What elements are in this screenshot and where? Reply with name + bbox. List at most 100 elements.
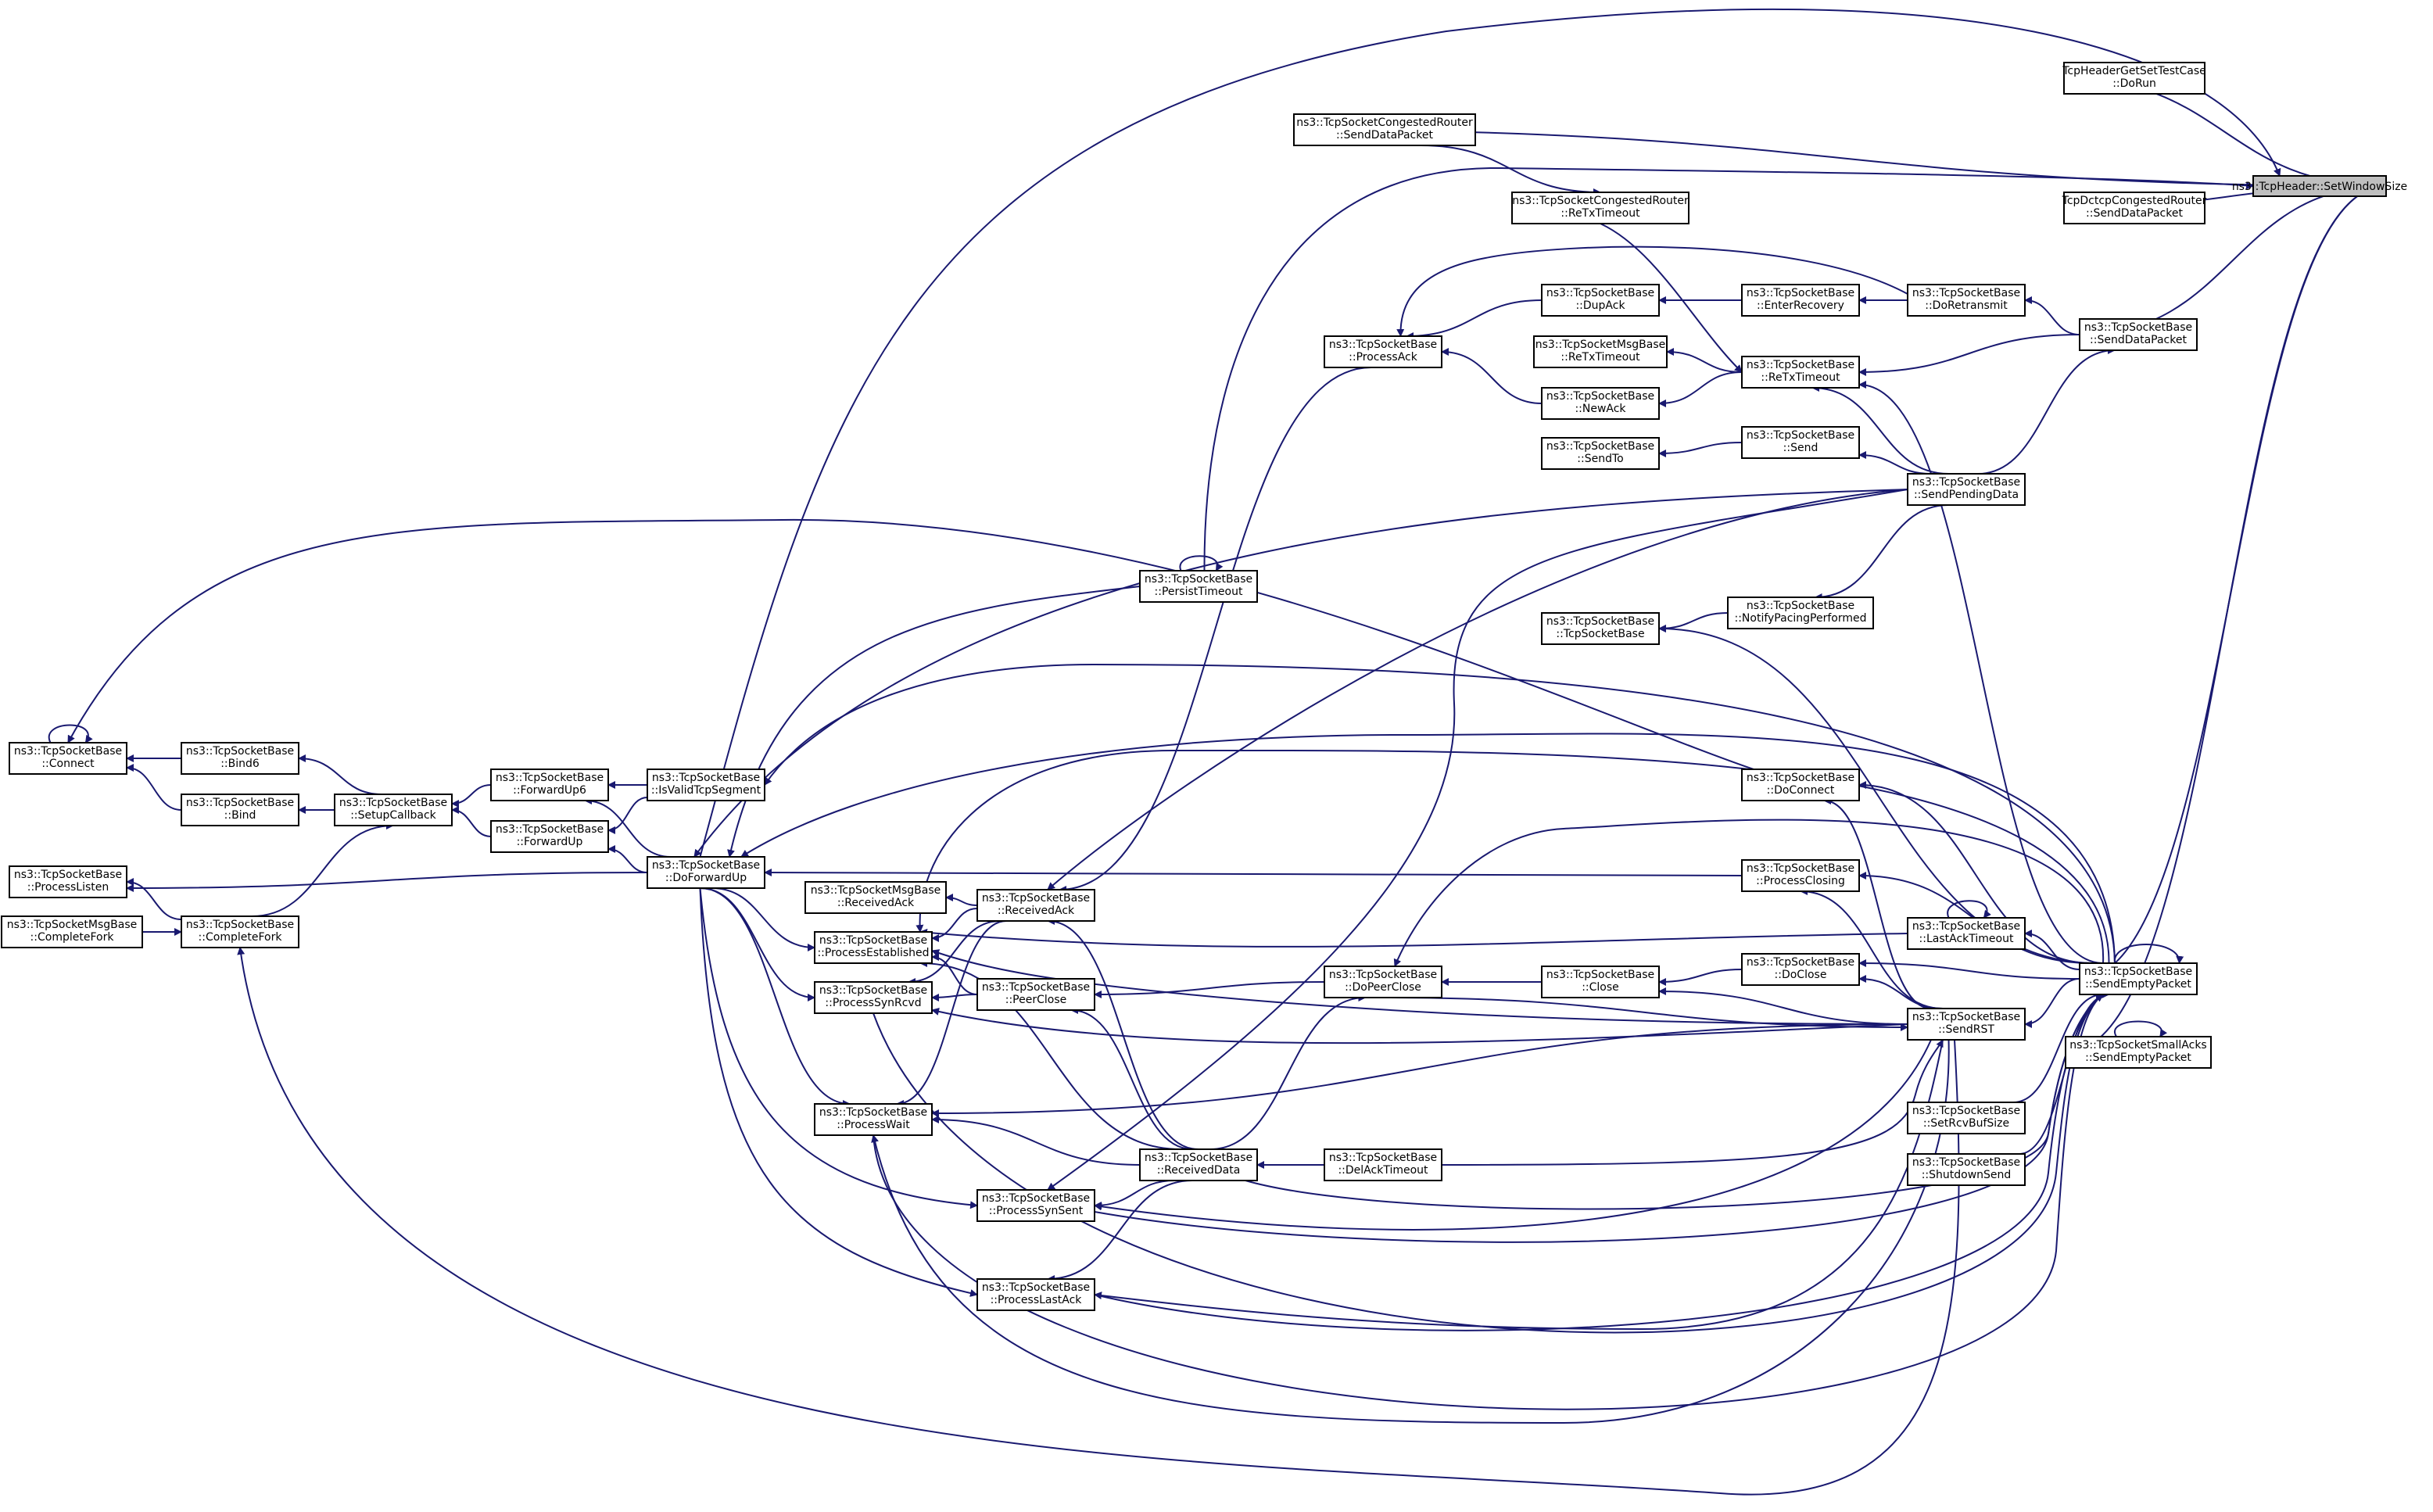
- node-peerclose[interactable]: ns3::TcpSocketBase::PeerClose: [976, 978, 1095, 1011]
- node-label: ::EnterRecovery: [1757, 299, 1844, 312]
- node-box: [1907, 1102, 2026, 1134]
- node-box: [2252, 175, 2387, 197]
- node-label: ::ProcessWait: [837, 1119, 910, 1131]
- edge-doforwardup-from-sendpending: [693, 489, 1908, 858]
- node-label: ns3::TcpSocketBase: [1546, 969, 1654, 981]
- node-dopeerclose[interactable]: ns3::TcpSocketBase::DoPeerClose: [1324, 966, 1442, 998]
- node-label: ns3::TcpSocketMsgBase: [7, 919, 137, 931]
- node-root[interactable]: ns3::TcpHeader::SetWindowSize: [2232, 175, 2407, 197]
- edge-processsynrcvd-from-doforwardup: [700, 887, 815, 1001]
- node-senddatapacket[interactable]: ns3::TcpSocketBase::SendDataPacket: [2079, 318, 2198, 351]
- edge-receivedack-from-processack: [1059, 367, 1372, 894]
- node-completefork[interactable]: ns3::TcpSocketBase::CompleteFork: [181, 915, 299, 948]
- edge-setupcb-from-forwardup6: [451, 784, 492, 808]
- node-enterrecovery[interactable]: ns3::TcpSocketBase::EnterRecovery: [1741, 284, 1860, 317]
- edge-processclosing-from-sendrst: [1800, 887, 1944, 1009]
- node-notifypacing[interactable]: ns3::TcpSocketBase::NotifyPacingPerforme…: [1727, 597, 1874, 629]
- node-msgreceivedack[interactable]: ns3::TcpSocketMsgBase::ReceivedAck: [804, 881, 947, 914]
- node-label: ns3::TcpSocketBase: [819, 1106, 927, 1119]
- node-msgretx[interactable]: ns3::TcpSocketMsgBase::ReTxTimeout: [1533, 335, 1668, 368]
- node-msgcompletefork[interactable]: ns3::TcpSocketMsgBase::CompleteFork: [1, 915, 143, 948]
- edge-processack-from-dupack: [1406, 299, 1543, 340]
- node-doconnect[interactable]: ns3::TcpSocketBase::DoConnect: [1741, 769, 1860, 801]
- edge-sendrst-from-dopeerclose: [1382, 997, 1908, 1031]
- node-doforwardup[interactable]: ns3::TcpSocketBase::DoForwardUp: [647, 856, 765, 889]
- node-send[interactable]: ns3::TcpSocketBase::Send: [1741, 426, 1860, 459]
- node-box: [181, 794, 299, 826]
- node-label: ns3::TcpSocketCongestedRouter: [1512, 195, 1689, 207]
- node-forwardup[interactable]: ns3::TcpSocketBase::ForwardUp: [490, 820, 609, 853]
- edge-ctor-from-sendempty: [1658, 625, 2098, 964]
- node-label: ::Send: [1783, 442, 1818, 454]
- node-retxtimeout[interactable]: ns3::TcpSocketBase::ReTxTimeout: [1741, 356, 1860, 389]
- node-congretx[interactable]: ns3::TcpSocketCongestedRouter::ReTxTimeo…: [1511, 192, 1689, 224]
- node-label: ns3::TcpSocketBase: [1747, 956, 1854, 969]
- node-isvalid[interactable]: ns3::TcpSocketBase::IsValidTcpSegment: [647, 769, 765, 801]
- node-label: ::ProcessClosing: [1756, 875, 1845, 887]
- node-dctcp[interactable]: TcpDctcpCongestedRouter::SendDataPacket: [2062, 192, 2207, 224]
- node-dupack[interactable]: ns3::TcpSocketBase::DupAck: [1541, 284, 1660, 317]
- edge-sendempty-from-processsynsent: [1094, 994, 2104, 1243]
- edge-retxtimeout-from-congretx: [1600, 223, 1743, 373]
- node-receiveddata[interactable]: ns3::TcpSocketBase::ReceivedData: [1139, 1148, 1258, 1181]
- node-box: [814, 981, 933, 1014]
- node-receivedack[interactable]: ns3::TcpSocketBase::ReceivedAck: [976, 889, 1095, 922]
- node-processwait[interactable]: ns3::TcpSocketBase::ProcessWait: [814, 1103, 933, 1136]
- node-label: ::ProcessListen: [27, 881, 109, 894]
- edge-lastacktimeout-from-lastacktimeout: [1947, 900, 1991, 919]
- node-label: ::CompleteFork: [30, 931, 115, 944]
- node-hdrtest[interactable]: TcpHeaderGetSetTestCase::DoRun: [2062, 62, 2206, 95]
- nodes: ns3::TcpHeader::SetWindowSize TcpHeaderGe…: [1, 62, 2407, 1311]
- node-setupcb[interactable]: ns3::TcpSocketBase::SetupCallback: [334, 794, 453, 826]
- edge-forwardup-from-doforwardup: [607, 845, 648, 873]
- node-setrcvbuf[interactable]: ns3::TcpSocketBase::SetRcvBufSize: [1907, 1102, 2026, 1134]
- node-label: ns3::TcpSocketBase: [186, 919, 294, 931]
- node-box: [1541, 284, 1660, 317]
- node-lastacktimeout[interactable]: ns3::TcpSocketBase::LastAckTimeout: [1907, 917, 2026, 950]
- node-label: ns3::TcpSocketBase: [2084, 966, 2192, 978]
- node-doretransmit[interactable]: ns3::TcpSocketBase::DoRetransmit: [1907, 284, 2026, 317]
- edge-send-from-sendpending: [1858, 451, 1932, 475]
- node-bind6[interactable]: ns3::TcpSocketBase::Bind6: [181, 742, 299, 775]
- node-processlisten[interactable]: ns3::TcpSocketBase::ProcessListen: [9, 865, 127, 898]
- node-box: [1541, 612, 1660, 645]
- node-shutdownsend[interactable]: ns3::TcpSocketBase::ShutdownSend: [1907, 1153, 2026, 1186]
- node-congsend[interactable]: ns3::TcpSocketCongestedRouter::SendDataP…: [1293, 113, 1476, 146]
- node-bind[interactable]: ns3::TcpSocketBase::Bind: [181, 794, 299, 826]
- node-processclosing[interactable]: ns3::TcpSocketBase::ProcessClosing: [1741, 859, 1860, 892]
- node-processlastack[interactable]: ns3::TcpSocketBase::ProcessLastAck: [976, 1278, 1095, 1311]
- node-label: ns3::TcpSocketBase: [496, 823, 604, 836]
- node-label: ::SetupCallback: [350, 809, 436, 822]
- node-newack[interactable]: ns3::TcpSocketBase::NewAck: [1541, 387, 1660, 420]
- edge-doclose-from-sendrst: [1858, 975, 1944, 1009]
- node-label: ns3::TcpSocketMsgBase: [811, 884, 941, 897]
- node-sendrst[interactable]: ns3::TcpSocketBase::SendRST: [1907, 1008, 2026, 1041]
- node-close[interactable]: ns3::TcpSocketBase::Close: [1541, 966, 1660, 998]
- node-box: [2063, 192, 2205, 224]
- edge-persist-from-persist: [1179, 555, 1224, 571]
- edge-processlisten-from-doforwardup: [126, 872, 648, 892]
- node-connect[interactable]: ns3::TcpSocketBase::Connect: [9, 742, 127, 775]
- node-label: TcpHeaderGetSetTestCase: [2062, 65, 2206, 77]
- node-label: ::DelAckTimeout: [1338, 1164, 1428, 1177]
- node-persist[interactable]: ns3::TcpSocketBase::PersistTimeout: [1139, 570, 1258, 603]
- node-label: ns3::TcpSocketBase: [1747, 862, 1854, 875]
- node-processest[interactable]: ns3::TcpSocketBase::ProcessEstablished: [814, 931, 933, 964]
- node-processack[interactable]: ns3::TcpSocketBase::ProcessAck: [1324, 335, 1442, 368]
- node-forwardup6[interactable]: ns3::TcpSocketBase::ForwardUp6: [490, 769, 609, 801]
- node-box: [1741, 426, 1860, 459]
- node-sendpending[interactable]: ns3::TcpSocketBase::SendPendingData: [1907, 473, 2026, 506]
- node-sendto[interactable]: ns3::TcpSocketBase::SendTo: [1541, 437, 1660, 470]
- node-processsynrcvd[interactable]: ns3::TcpSocketBase::ProcessSynRcvd: [814, 981, 933, 1014]
- node-label: ns3::TcpSocketBase: [982, 1281, 1090, 1294]
- node-sendempty[interactable]: ns3::TcpSocketBase::SendEmptyPacket: [2079, 962, 2198, 995]
- node-processsynsent[interactable]: ns3::TcpSocketBase::ProcessSynSent: [976, 1189, 1095, 1222]
- node-smallacks[interactable]: ns3::TcpSocketSmallAcks::SendEmptyPacket: [2065, 1036, 2212, 1069]
- node-delacktimeout[interactable]: ns3::TcpSocketBase::DelAckTimeout: [1324, 1148, 1442, 1181]
- node-doclose[interactable]: ns3::TcpSocketBase::DoClose: [1741, 953, 1860, 986]
- node-ctor[interactable]: ns3::TcpSocketBase::TcpSocketBase: [1541, 612, 1660, 645]
- node-box: [490, 769, 609, 801]
- node-label: ns3::TcpSocketBase: [339, 797, 447, 809]
- edge-retxtimeout-from-senddatapacket: [1858, 334, 2080, 376]
- node-label: ::PeerClose: [1005, 994, 1067, 1006]
